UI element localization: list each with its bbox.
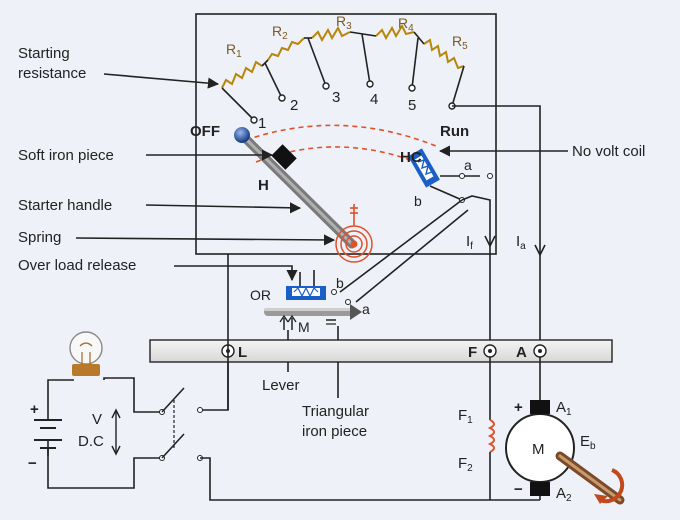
stud-3 bbox=[322, 82, 330, 90]
stud-number-5: 5 bbox=[408, 97, 416, 114]
motor-label: M bbox=[532, 441, 545, 458]
supply-minus: − bbox=[28, 455, 37, 472]
spring bbox=[335, 204, 373, 263]
current-ia: Ia bbox=[516, 233, 526, 252]
triangular-label-1: Triangular bbox=[302, 403, 369, 420]
stud-2 bbox=[278, 94, 286, 102]
motor-shaft bbox=[555, 451, 625, 505]
starter-handle-label: Starter handle bbox=[18, 197, 112, 214]
motor-minus: − bbox=[514, 481, 523, 498]
starter-handle bbox=[234, 127, 357, 249]
contact-b-bottom: b bbox=[336, 275, 344, 291]
stud-1 bbox=[250, 116, 258, 124]
terminal-l-label: L bbox=[238, 344, 247, 361]
supply-plus: + bbox=[30, 401, 39, 418]
eb-label: Eb bbox=[580, 433, 596, 452]
spring-label: Spring bbox=[18, 229, 61, 246]
a1-label: A1 bbox=[556, 399, 572, 418]
overload-release bbox=[286, 270, 351, 305]
current-if: If bbox=[466, 233, 473, 252]
off-label: OFF bbox=[190, 123, 220, 140]
resistor-label-r1: R1 bbox=[226, 41, 242, 60]
stud-number-3: 3 bbox=[332, 89, 340, 106]
run-label: Run bbox=[440, 123, 469, 140]
terminal-f-label: F bbox=[468, 344, 477, 361]
soft-iron-piece-label: Soft iron piece bbox=[18, 147, 114, 164]
over-load-release-label: Over load release bbox=[18, 257, 136, 274]
lever bbox=[264, 304, 362, 330]
hc-label: HC bbox=[400, 149, 422, 166]
dashed-arc-outer bbox=[245, 124, 437, 147]
stud-4 bbox=[366, 80, 374, 88]
main-switch[interactable] bbox=[159, 387, 203, 461]
rotation-arrow-icon bbox=[594, 468, 625, 504]
motor bbox=[505, 400, 575, 496]
stud-number-1: 1 bbox=[258, 115, 266, 132]
voltage-arrow-icon bbox=[111, 408, 121, 456]
lever-label: Lever bbox=[262, 377, 300, 394]
resistor-label-r5: R5 bbox=[452, 33, 468, 52]
contact-a-bottom: a bbox=[362, 301, 370, 317]
no-volt-coil bbox=[408, 148, 440, 188]
field-winding bbox=[487, 419, 495, 453]
resistor-label-r4: R4 bbox=[398, 15, 414, 34]
triangular-label-2: iron piece bbox=[302, 423, 367, 440]
lamp-icon bbox=[69, 331, 103, 376]
handle-knob bbox=[234, 127, 250, 143]
h-label: H bbox=[258, 177, 269, 194]
v-label: V bbox=[92, 411, 102, 428]
contact-a-top: a bbox=[464, 157, 472, 173]
battery-icon bbox=[34, 412, 62, 456]
contact-b-top: b bbox=[414, 193, 422, 209]
stud-number-4: 4 bbox=[370, 91, 378, 108]
starting-resistance bbox=[221, 23, 465, 124]
terminal-board bbox=[149, 339, 613, 363]
resistor-label-r2: R2 bbox=[272, 23, 288, 42]
starting-resistance-label-1: Starting bbox=[18, 45, 70, 62]
resistor-label-r3: R3 bbox=[336, 13, 352, 32]
a2-label: A2 bbox=[556, 485, 572, 504]
f1-label: F1 bbox=[458, 407, 473, 426]
motor-plus: + bbox=[514, 399, 523, 416]
stud-5 bbox=[408, 84, 416, 92]
terminal-a-label: A bbox=[516, 344, 527, 361]
dc-label: D.C bbox=[78, 433, 104, 450]
f2-label: F2 bbox=[458, 455, 473, 474]
stud-number-2: 2 bbox=[290, 97, 298, 114]
terminal-a bbox=[533, 344, 547, 358]
or-label: OR bbox=[250, 287, 271, 303]
starting-resistance-label-2: resistance bbox=[18, 65, 86, 82]
m-label: M bbox=[298, 319, 310, 335]
terminal-f bbox=[483, 344, 497, 358]
no-volt-coil-label: No volt coil bbox=[572, 143, 645, 160]
soft-iron-piece bbox=[271, 144, 297, 170]
